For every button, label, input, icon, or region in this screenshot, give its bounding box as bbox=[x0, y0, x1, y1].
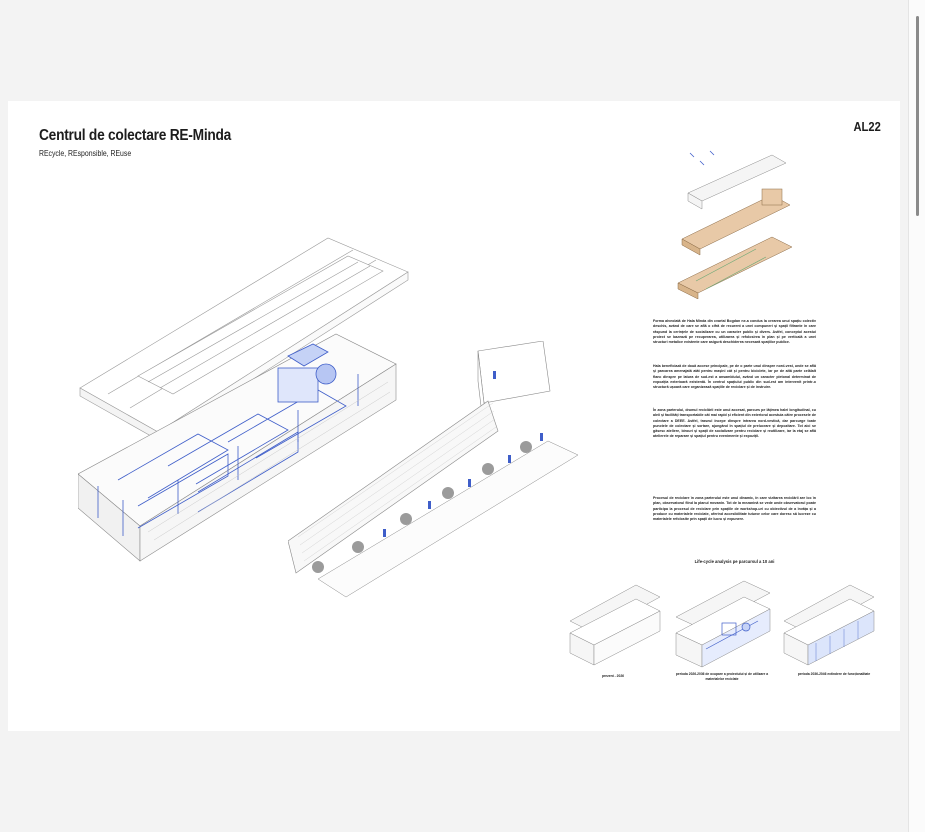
poster-subtitle: REcycle, REsponsible, REuse bbox=[39, 149, 132, 158]
scrollbar-thumb[interactable] bbox=[916, 16, 919, 216]
poster-sheet: Centrul de colectare RE-Minda REcycle, R… bbox=[8, 101, 900, 731]
description-paragraph-2: Hala beneficiază de două accese principa… bbox=[653, 364, 816, 390]
description-paragraph-1: Forma alveolată de Hala Minda din cvarta… bbox=[653, 319, 816, 345]
hall-axonometric-drawing bbox=[78, 237, 409, 562]
lca-caption-1: prezent - 2026 bbox=[602, 674, 624, 678]
pergola-axonometric-drawing bbox=[288, 341, 579, 598]
vertical-scrollbar[interactable] bbox=[908, 0, 925, 832]
lca-caption-2: perioda 2026-2036 de ocupare a proiectul… bbox=[675, 672, 769, 681]
description-paragraph-3: În zona parterului, drumul reciclării es… bbox=[653, 408, 816, 439]
description-paragraph-4: Procesul de reciclare în zona parterului… bbox=[653, 496, 816, 522]
lca-title: Life-cycle analysis pe parcursul a 10 an… bbox=[694, 559, 775, 564]
poster-title: Centrul de colectare RE-Minda bbox=[39, 127, 232, 144]
structure-exploded-drawing bbox=[677, 150, 793, 299]
lca-stage-2-drawing bbox=[675, 580, 771, 668]
lca-caption-3: perioda 2036-2046 extindere de funcționa… bbox=[797, 672, 871, 676]
project-code: AL22 bbox=[853, 119, 881, 134]
lca-stage-3-drawing bbox=[783, 584, 875, 666]
lca-stage-1-drawing bbox=[569, 584, 661, 666]
